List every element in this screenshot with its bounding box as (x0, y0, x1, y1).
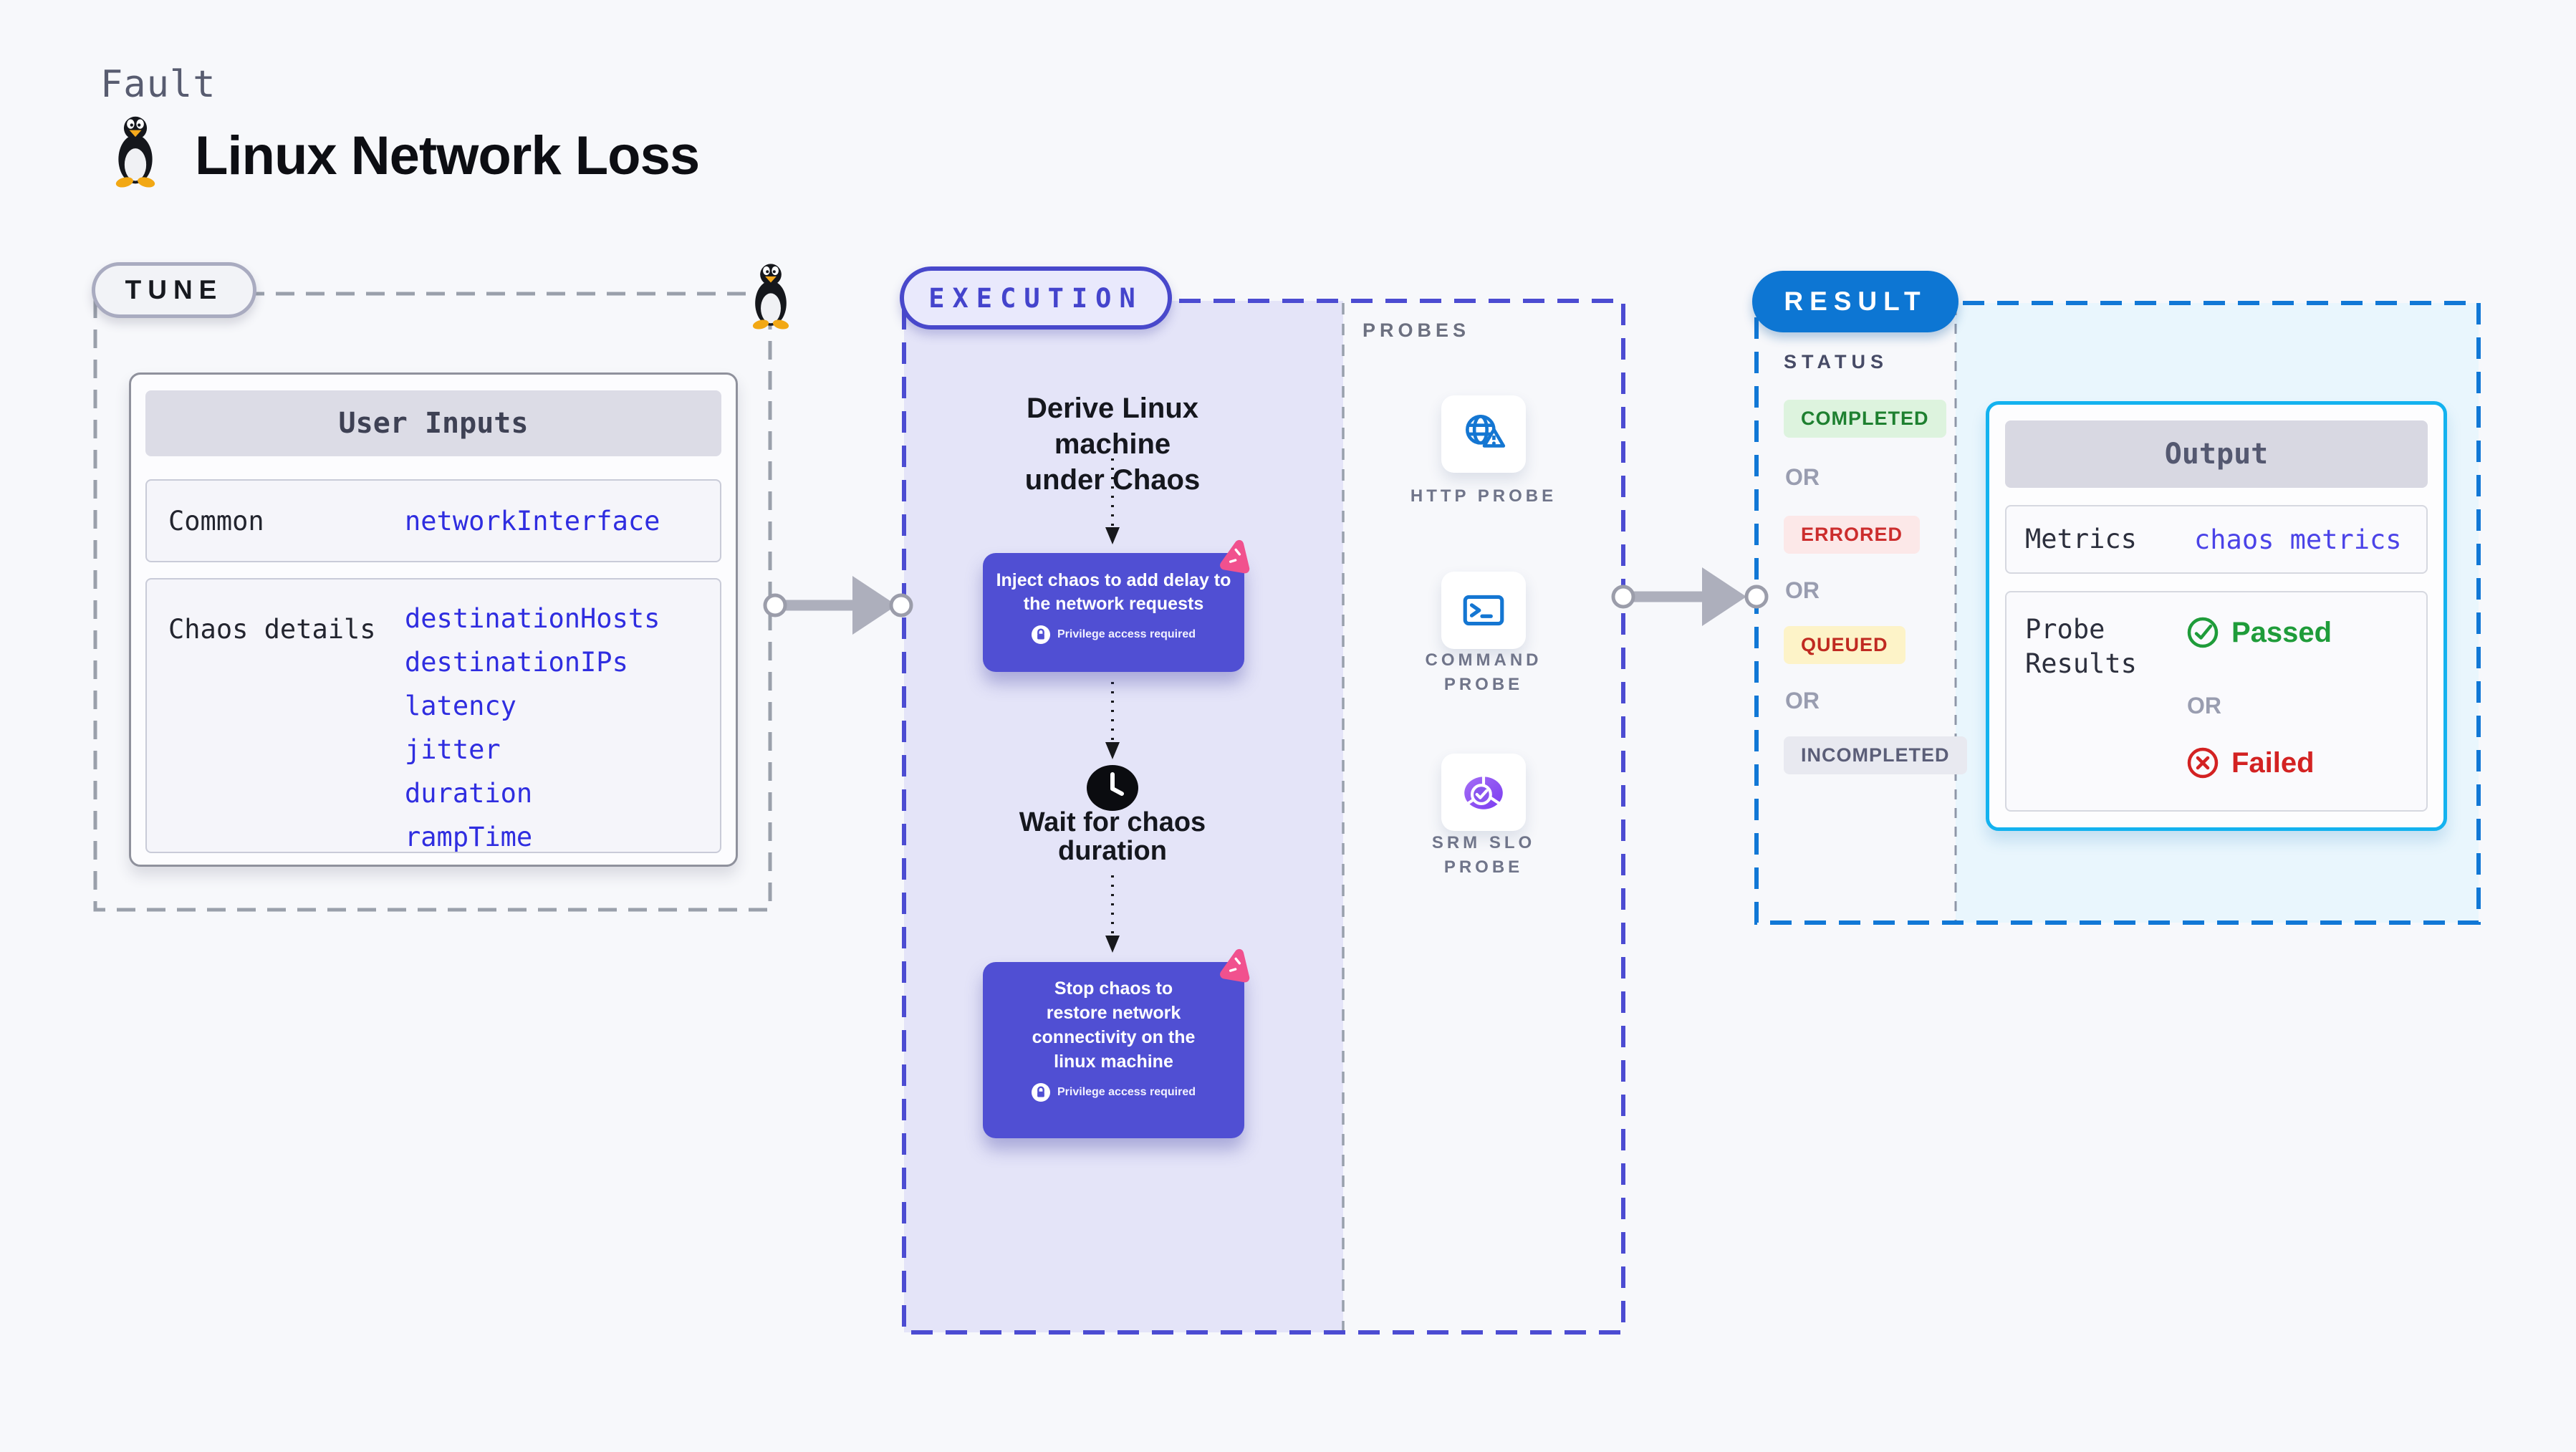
input-value: destinationIPs (405, 647, 628, 678)
lock-icon (1032, 625, 1050, 644)
tux-penguin-icon (115, 116, 156, 188)
command-probe-label: COMMAND PROBE (1425, 650, 1542, 694)
http-probe-card (1441, 395, 1526, 473)
input-value: latency (405, 691, 516, 721)
or-label: OR (1785, 577, 1820, 603)
output-header: Output (2005, 420, 2428, 488)
fault-eyebrow: Fault (100, 63, 216, 106)
chaos-pinwheel-icon (1214, 537, 1256, 579)
input-value: destinationHosts (405, 603, 660, 634)
privilege-note: Privilege access required (983, 1083, 1244, 1102)
input-row-common: Common networkInterface (145, 479, 721, 562)
probes-heading: PROBES (1363, 319, 1471, 341)
chaos-parameter-list: destinationHosts destinationIPs latency … (405, 597, 660, 859)
status-badge-incompleted: INCOMPLETED (1784, 736, 1967, 774)
tux-penguin-icon (751, 264, 790, 330)
metrics-value: chaos metrics (2194, 524, 2402, 555)
input-row-label: Chaos details (168, 614, 376, 645)
probe-passed-item: Passed (2186, 615, 2332, 650)
input-value: jitter (405, 734, 501, 765)
result-section-pill: RESULT (1752, 271, 1959, 332)
input-row-label: Common (168, 505, 264, 537)
input-row-chaos-details: Chaos details destinationHosts destinati… (145, 578, 721, 853)
probe-results-label: Probe Results (2025, 614, 2137, 679)
slo-pie-icon (1464, 775, 1503, 809)
x-circle-icon (2187, 747, 2219, 779)
privilege-note: Privilege access required (983, 625, 1244, 644)
tune-section-pill: TUNE (92, 262, 256, 318)
metrics-row: Metrics chaos metrics (2005, 505, 2428, 574)
status-heading: STATUS (1784, 351, 1888, 372)
inject-chaos-step-card: Inject chaos to add delay to the network… (983, 553, 1244, 672)
metrics-label: Metrics (2025, 524, 2137, 554)
status-badge-errored: ERRORED (1784, 516, 1921, 554)
page-title: Linux Network Loss (195, 125, 700, 186)
stop-step-text: Stop chaos to restore network connectivi… (1032, 979, 1196, 1072)
input-value: rampTime (405, 822, 533, 852)
execution-section-pill: EXECUTION (900, 266, 1172, 330)
user-inputs-card: User Inputs Common networkInterface Chao… (129, 372, 738, 867)
user-inputs-header: User Inputs (145, 390, 721, 456)
wait-step-text: Wait for chaos duration (1019, 807, 1206, 866)
or-label: OR (2187, 693, 2221, 718)
derive-step-text: Derive Linux machine under Chaos (1024, 393, 1201, 496)
http-probe-label: HTTP PROBE (1410, 486, 1557, 506)
wait-clock-icon (1087, 765, 1138, 811)
command-probe-card (1441, 572, 1526, 649)
probe-failed-item: Failed (2186, 746, 2315, 780)
check-circle-icon (2187, 617, 2219, 648)
status-badge-completed: COMPLETED (1784, 400, 1946, 438)
status-badge-queued: QUEUED (1784, 626, 1905, 664)
input-value: duration (405, 778, 533, 809)
execution-to-result-arrow (1611, 567, 1769, 626)
or-label: OR (1785, 464, 1820, 490)
globe-alert-icon (1466, 414, 1506, 448)
inject-step-text: Inject chaos to add delay to the network… (996, 570, 1231, 614)
stop-chaos-step-card: Stop chaos to restore network connectivi… (983, 962, 1244, 1138)
chaos-pinwheel-icon (1214, 946, 1256, 988)
srm-slo-probe-label: SRM SLO PROBE (1431, 833, 1536, 877)
output-card: Output Metrics chaos metrics Probe Resul… (1986, 401, 2447, 831)
input-value: networkInterface (405, 505, 660, 537)
tune-to-execution-arrow (763, 576, 913, 635)
or-label: OR (1785, 688, 1820, 713)
terminal-icon (1463, 595, 1504, 626)
probe-results-row: Probe Results Passed OR Failed (2005, 591, 2428, 812)
lock-icon (1032, 1083, 1050, 1102)
srm-slo-probe-card (1441, 754, 1526, 831)
